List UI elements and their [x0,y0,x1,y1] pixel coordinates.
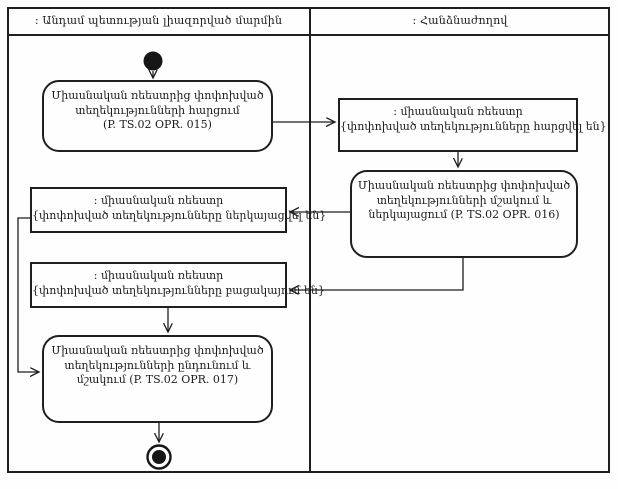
object-state: {փոփոխված տեղեկությունները հարցվել են} [340,119,607,133]
action-label-line: տեղեկությունների ընդունում և [64,358,251,372]
action-node-request-changed-info: Միասնական ռեեստրից փոփոխված տեղեկություն… [42,80,273,152]
action-label-line: Միասնական ռեեստրից փոփոխված [357,179,571,192]
action-label-line: Միասնական ռեեստրից փոփոխված [51,344,264,357]
action-label-line: (P. TS.02 OPR. 015) [103,118,212,132]
lane-header-commission: : Հանձնաժողով [310,7,610,36]
action-label-line: տեղեկությունների մշակում և [376,193,552,207]
action-node-receive-and-process: Միասնական ռեեստրից փոփոխված տեղեկություն… [42,335,273,423]
object-node-info-requested: : միասնական ռեեստր {փոփոխված տեղեկությու… [338,98,607,152]
lane-title: : Անդամ պետության լիազորված մարմին [34,14,283,27]
action-label-line: Միասնական ռեեստրից փոփոխված [51,89,264,102]
object-node-info-submitted: : միասնական ռեեստր {փոփոխված տեղեկությու… [30,187,327,233]
object-state: {փոփոխված տեղեկությունները բացակայում են… [32,283,325,297]
swimlane-frame [7,7,610,473]
action-node-process-and-submit: Միասնական ռեեստրից փոփոխված տեղեկություն… [350,170,578,258]
swimlane-divider [309,7,311,473]
lane-header-authorized-body: : Անդամ պետության լիազորված մարմին [7,7,310,36]
action-label-line: ներկայացում (P. TS.02 OPR. 016) [368,208,560,222]
object-name: : միասնական ռեեստր [93,269,224,282]
action-label-line: մշակում (P. TS.02 OPR. 017) [76,373,239,387]
action-label-line: տեղեկությունների հարցում [75,103,240,117]
lane-title: : Հանձնաժողով [412,14,508,27]
object-node-info-absent: : միասնական ռեեստր {փոփոխված տեղեկությու… [30,262,325,308]
object-state: {փոփոխված տեղեկությունները ներկայացվել ե… [32,208,327,222]
object-name: : միասնական ռեեստր [393,105,523,118]
object-name: : միասնական ռեեստր [93,194,224,207]
